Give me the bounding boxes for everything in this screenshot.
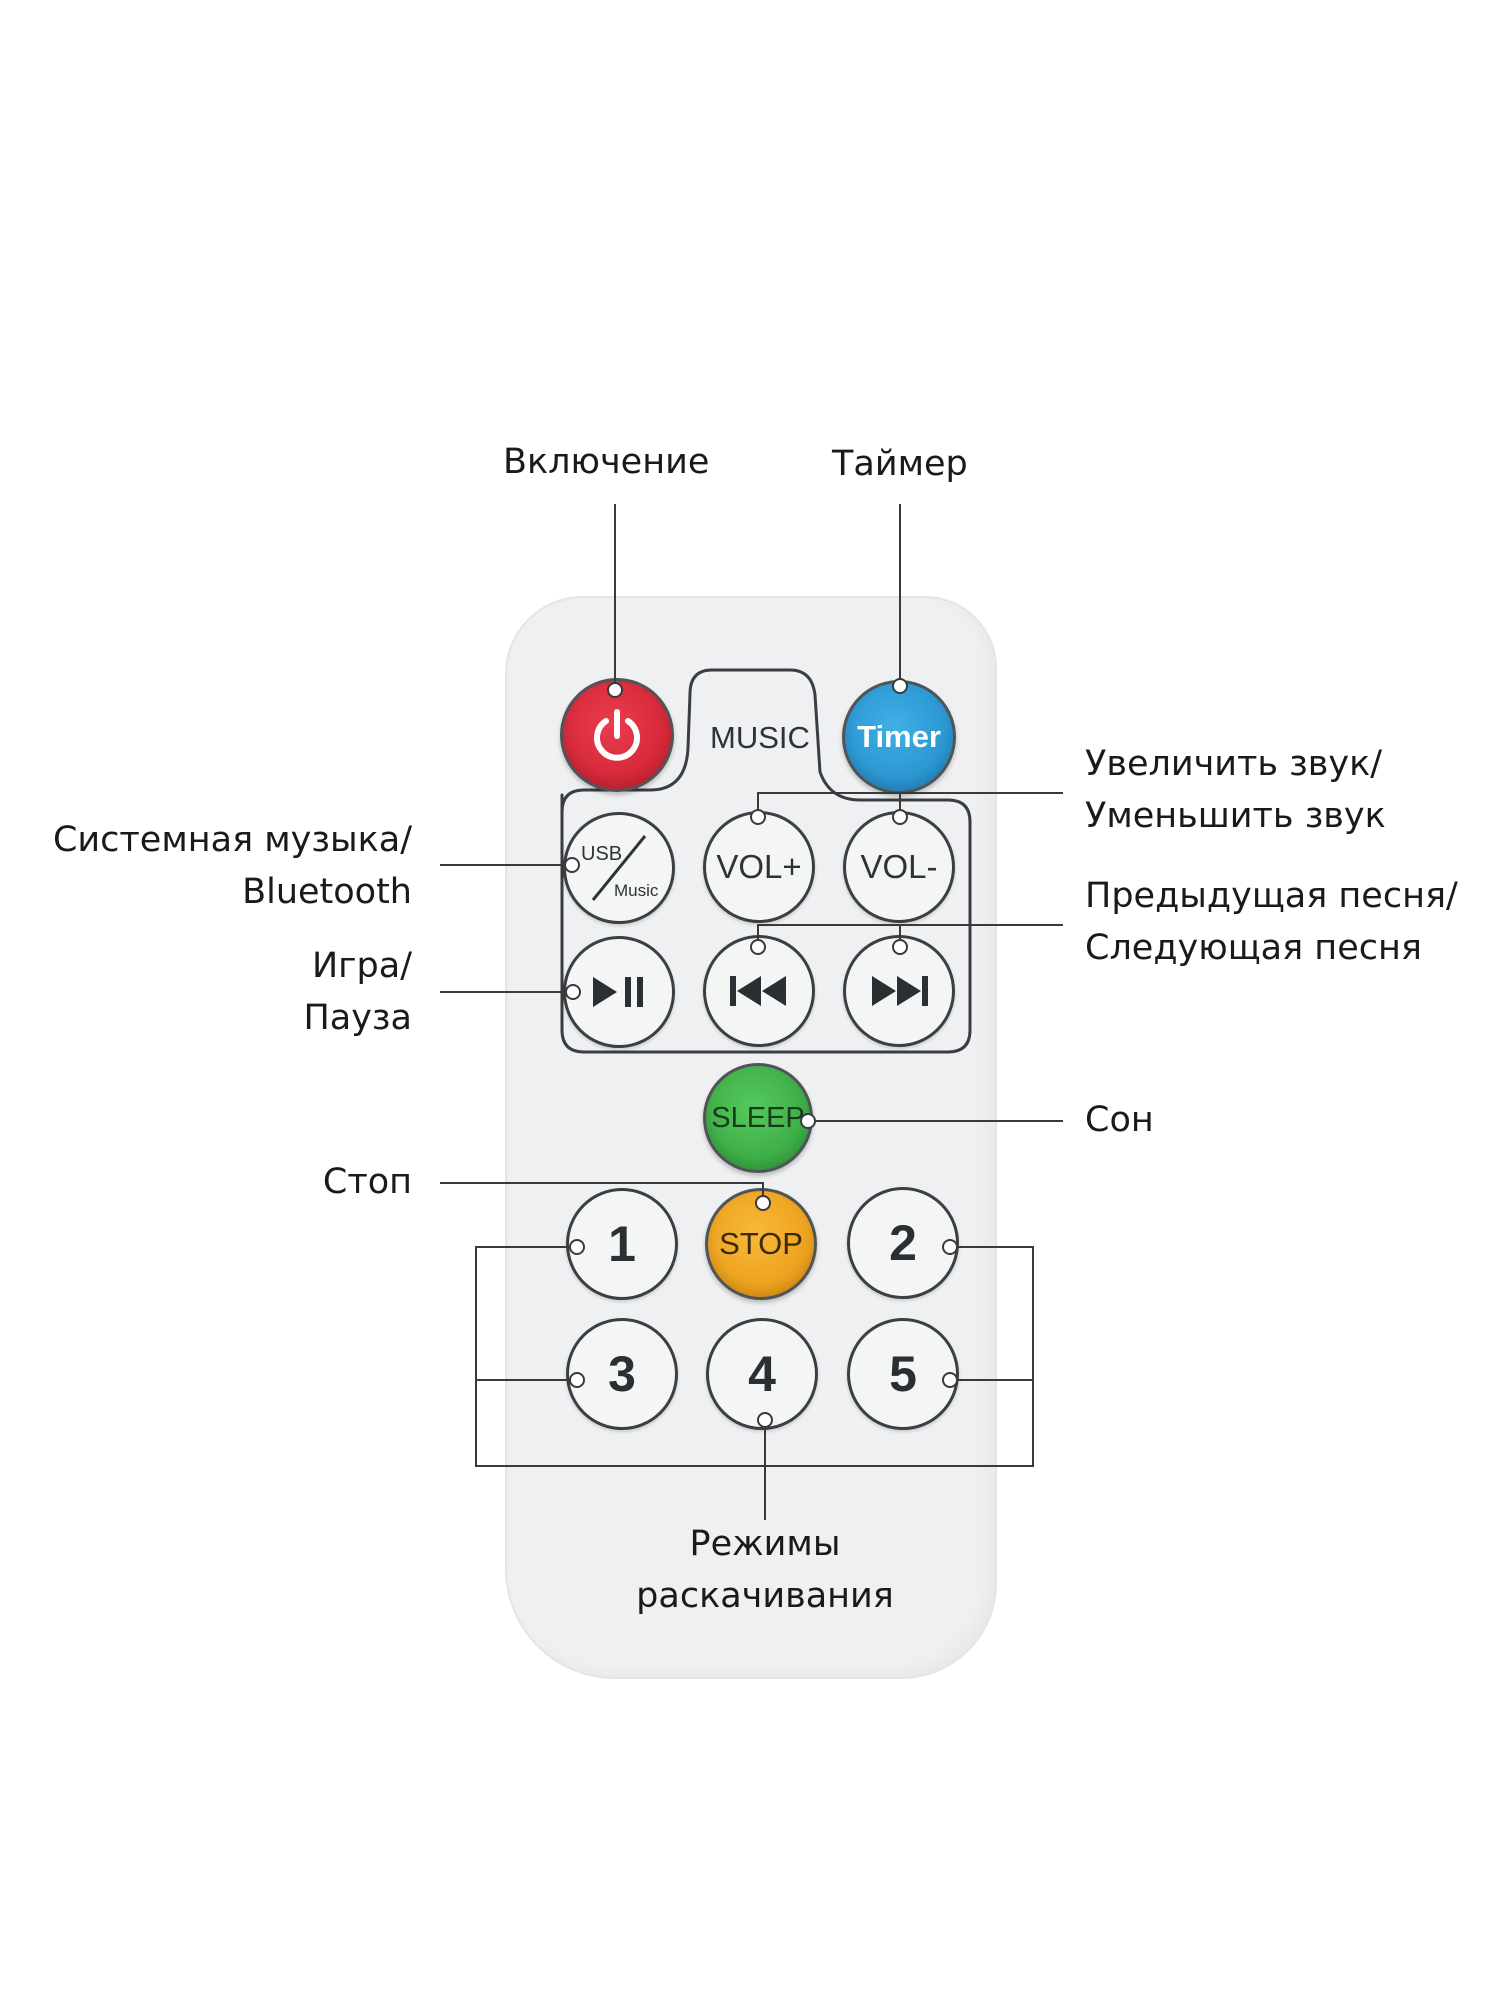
music-section-label: MUSIC <box>710 720 810 755</box>
usb-music-button[interactable]: USB Music <box>563 812 675 924</box>
usb-label: USB <box>581 843 622 865</box>
mode-2-label: 2 <box>889 1215 917 1271</box>
volume-up-label: VOL+ <box>716 848 802 885</box>
sleep-button-label: SLEEP <box>711 1101 805 1134</box>
play-pause-button[interactable] <box>563 936 675 1048</box>
mode-4-button[interactable]: 4 <box>706 1318 818 1430</box>
callout-system-music-line-2: Bluetooth <box>242 872 412 912</box>
previous-track-button[interactable] <box>703 935 815 1047</box>
next-track-button[interactable] <box>843 935 955 1047</box>
usb-music-toggle-icon: USB Music <box>581 835 659 901</box>
mode-3-button[interactable]: 3 <box>566 1318 678 1430</box>
mode-3-label: 3 <box>608 1346 636 1402</box>
timer-button-label: Timer <box>857 719 941 754</box>
mode-2-button[interactable]: 2 <box>847 1187 959 1299</box>
callout-swing-modes-line-1: Режимы <box>689 1524 841 1564</box>
callout-swing-modes-line-2: раскачивания <box>636 1576 894 1616</box>
callout-tracks-line-2: Следующая песня <box>1085 928 1422 968</box>
callout-play-pause-line-1: Игра/ <box>311 946 412 986</box>
callout-tracks: Предыдущая песня/ Следующая песня <box>1085 870 1458 974</box>
timer-button[interactable]: Timer <box>842 680 956 794</box>
stop-button[interactable]: STOP <box>705 1188 817 1300</box>
power-button[interactable] <box>560 678 674 792</box>
callout-volume: Увеличить звук/ Уменьшить звук <box>1085 738 1386 842</box>
callout-tracks-line-1: Предыдущая песня/ <box>1085 876 1458 916</box>
mode-1-button[interactable]: 1 <box>566 1188 678 1300</box>
mode-5-label: 5 <box>889 1346 917 1402</box>
callout-sleep: Сон <box>1085 1100 1154 1140</box>
callout-system-music-line-1: Системная музыка/ <box>52 820 412 860</box>
mode-5-button[interactable]: 5 <box>847 1318 959 1430</box>
volume-up-button[interactable]: VOL+ <box>703 811 815 923</box>
play-pause-icon <box>593 977 643 1007</box>
callout-swing-modes: Режимы раскачивания <box>565 1518 965 1622</box>
callout-stop: Стоп <box>322 1162 412 1202</box>
mode-4-label: 4 <box>748 1346 776 1402</box>
callout-volume-line-2: Уменьшить звук <box>1085 796 1386 836</box>
callout-play-pause: Игра/ Пауза <box>200 940 412 1044</box>
music-label: Music <box>614 881 659 900</box>
next-track-icon <box>872 976 928 1006</box>
volume-down-label: VOL- <box>860 848 938 885</box>
callout-volume-line-1: Увеличить звук/ <box>1085 744 1383 784</box>
volume-down-button[interactable]: VOL- <box>843 811 955 923</box>
previous-track-icon <box>730 976 786 1006</box>
callout-power: Включение <box>503 442 710 482</box>
sleep-button[interactable]: SLEEP <box>703 1063 813 1173</box>
callout-timer: Таймер <box>832 444 968 484</box>
callout-system-music: Системная музыка/ Bluetooth <box>40 814 412 918</box>
mode-1-label: 1 <box>608 1216 636 1272</box>
power-icon <box>594 709 640 761</box>
callout-play-pause-line-2: Пауза <box>303 998 412 1038</box>
stop-button-label: STOP <box>719 1226 803 1261</box>
